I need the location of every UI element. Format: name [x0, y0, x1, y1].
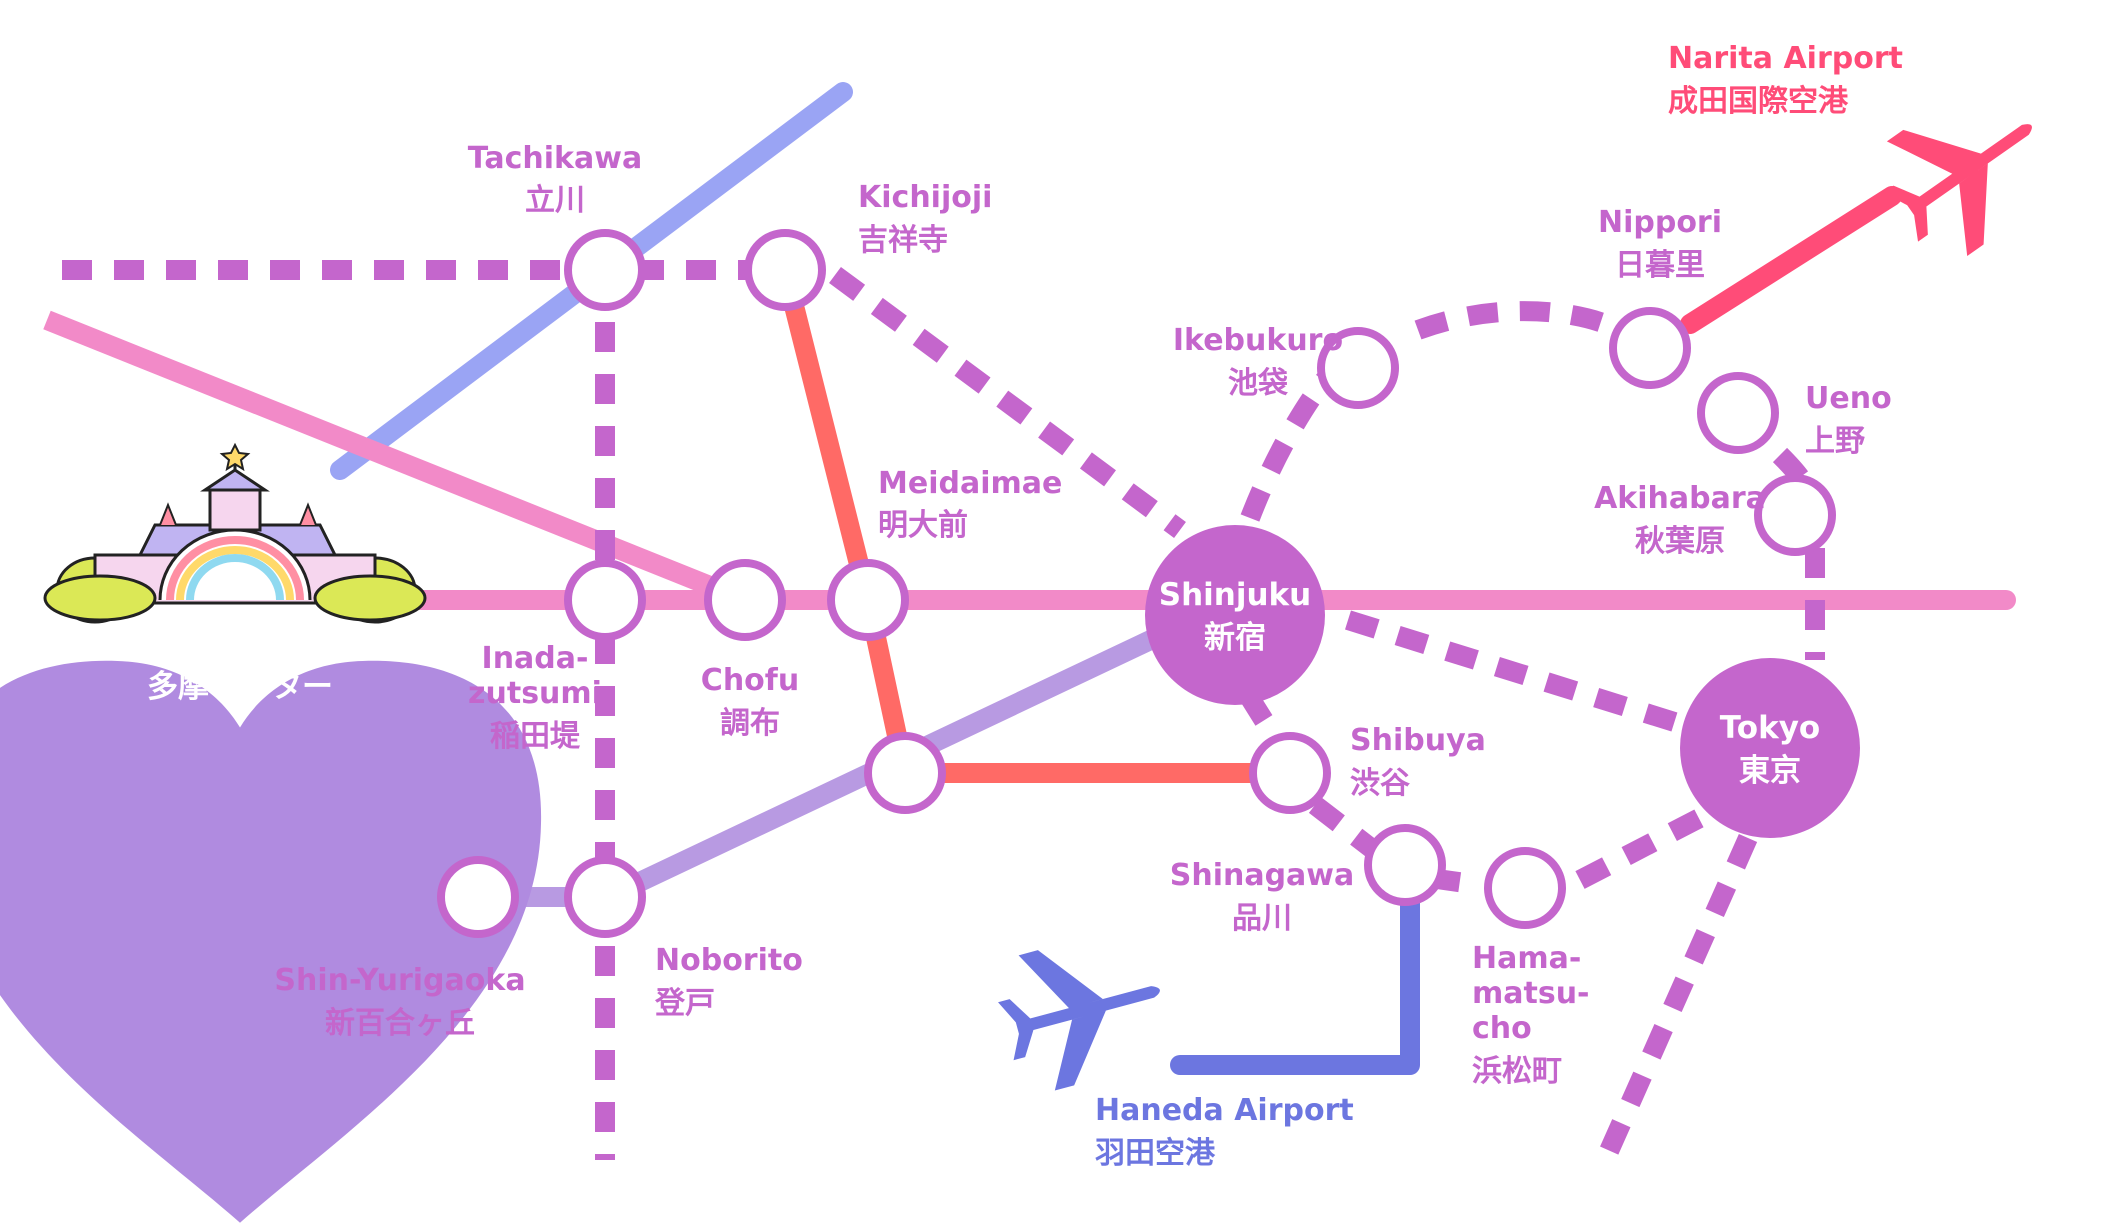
- station-tokyo-jp: 東京: [1739, 753, 1801, 789]
- line-pink-diagonal: [43, 310, 749, 610]
- station-marker-noborito[interactable]: [564, 856, 646, 938]
- station-kichijoji-en: Kichijoji: [858, 180, 992, 215]
- hub-name-jp: 多摩センター: [147, 669, 333, 705]
- station-noborito-en: Noborito: [655, 943, 803, 978]
- line-haneda: [1170, 890, 1420, 1075]
- station-tachikawa-jp: 立川: [525, 183, 585, 218]
- station-hamamatsucho-jp: 浜松町: [1472, 1054, 1562, 1089]
- station-tachikawa-en: Tachikawa: [468, 141, 642, 176]
- station-marker-meidaimae[interactable]: [827, 559, 909, 641]
- station-ueno-en: Ueno: [1805, 381, 1892, 416]
- hub-name-en: Tama-Center: [129, 624, 351, 660]
- station-shinjuku-en: Shinjuku: [1159, 577, 1311, 613]
- station-shinyurigaoka-en: Shin-Yurigaoka: [274, 963, 525, 998]
- station-akihabara-en: Akihabara: [1594, 481, 1766, 516]
- station-marker-unnamed[interactable]: [864, 732, 946, 814]
- station-marker-kichijoji[interactable]: [744, 229, 826, 311]
- station-marker-ikebukuro[interactable]: [1317, 327, 1399, 409]
- airplane-icon: [998, 950, 1160, 1091]
- station-hamamatsucho-en3: cho: [1472, 1011, 1532, 1046]
- station-marker-shibuya[interactable]: [1249, 732, 1331, 814]
- station-noborito-jp: 登戸: [654, 986, 715, 1021]
- station-shinagawa-en: Shinagawa: [1170, 858, 1355, 893]
- station-inada-en1: Inada-: [482, 641, 589, 676]
- airplane-icon: [1883, 124, 2032, 257]
- tama-center-hub[interactable]: Tama-Center 多摩センター: [0, 442, 542, 1223]
- line-red: [775, 260, 1288, 783]
- station-shinjuku-jp: 新宿: [1204, 620, 1266, 656]
- line-narita: [1680, 186, 1902, 334]
- station-chofu-jp: 調布: [720, 706, 780, 741]
- station-marker-akihabara[interactable]: [1754, 474, 1836, 556]
- station-chofu-en: Chofu: [701, 663, 799, 698]
- station-markers: [437, 229, 1836, 938]
- station-inada-jp: 稲田堤: [490, 719, 581, 754]
- station-marker-shinyurigaoka[interactable]: [437, 856, 519, 938]
- station-hamamatsucho-en1: Hama-: [1472, 941, 1581, 976]
- haneda-airport[interactable]: Haneda Airport 羽田空港: [988, 922, 1354, 1171]
- station-kichijoji-jp: 吉祥寺: [858, 223, 948, 258]
- station-shinagawa-jp: 品川: [1232, 901, 1292, 936]
- station-inada-en2: zutsumi: [468, 676, 602, 711]
- heart-shape: [0, 660, 542, 1223]
- station-marker-hamamatsucho[interactable]: [1484, 847, 1566, 929]
- station-ikebukuro-jp: 池袋: [1228, 366, 1288, 401]
- station-marker-tokyo[interactable]: [1680, 658, 1860, 838]
- station-marker-nippori[interactable]: [1609, 307, 1691, 389]
- station-marker-shinagawa[interactable]: [1364, 824, 1446, 906]
- haneda-airport-jp: 羽田空港: [1095, 1136, 1216, 1171]
- station-ueno-jp: 上野: [1805, 424, 1865, 459]
- haneda-airport-en: Haneda Airport: [1095, 1093, 1354, 1128]
- station-ikebukuro-en: Ikebukuro: [1173, 323, 1343, 358]
- station-meidaimae-jp: 明大前: [878, 508, 968, 543]
- station-tokyo-en: Tokyo: [1720, 710, 1820, 746]
- station-meidaimae-en: Meidaimae: [878, 466, 1062, 501]
- castle-rainbow-icon: [43, 442, 427, 624]
- station-labels: Tachikawa 立川 Kichijoji 吉祥寺 Meidaimae 明大前…: [274, 141, 1891, 1089]
- station-marker-inada[interactable]: [564, 559, 646, 641]
- station-akihabara-jp: 秋葉原: [1635, 524, 1725, 559]
- narita-airport-jp: 成田国際空港: [1668, 84, 1849, 119]
- station-hamamatsucho-en2: matsu-: [1472, 976, 1590, 1011]
- station-marker-shinjuku[interactable]: [1145, 525, 1325, 705]
- station-shibuya-jp: 渋谷: [1350, 766, 1410, 801]
- station-marker-ueno[interactable]: [1697, 372, 1779, 454]
- station-nippori-en: Nippori: [1598, 205, 1722, 240]
- narita-airport-en: Narita Airport: [1668, 41, 1903, 76]
- station-shibuya-en: Shibuya: [1350, 723, 1486, 758]
- station-shinyurigaoka-jp: 新百合ヶ丘: [325, 1006, 475, 1041]
- station-marker-tachikawa[interactable]: [564, 229, 646, 311]
- station-nippori-jp: 日暮里: [1615, 248, 1705, 283]
- narita-airport[interactable]: Narita Airport 成田国際空港: [1668, 41, 2072, 274]
- station-marker-chofu[interactable]: [704, 559, 786, 641]
